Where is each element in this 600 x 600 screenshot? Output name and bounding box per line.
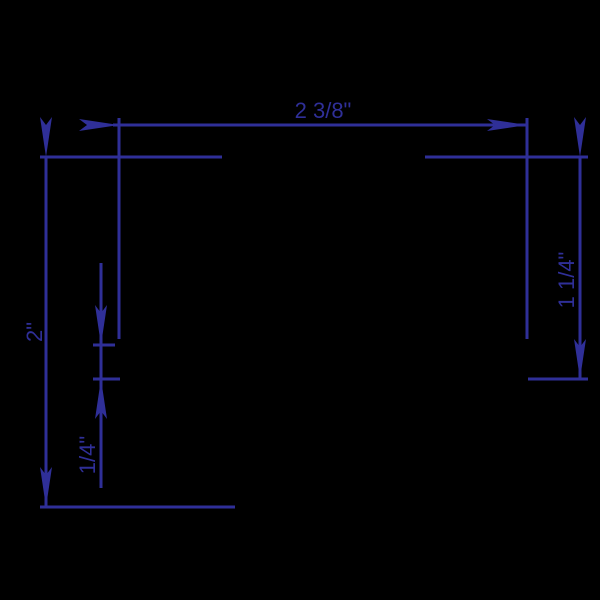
- gap-label: 1/4": [75, 436, 100, 474]
- height-left-label: 2": [22, 322, 47, 342]
- width-label: 2 3/8": [295, 98, 352, 123]
- height-right-label: 1 1/4": [554, 252, 579, 309]
